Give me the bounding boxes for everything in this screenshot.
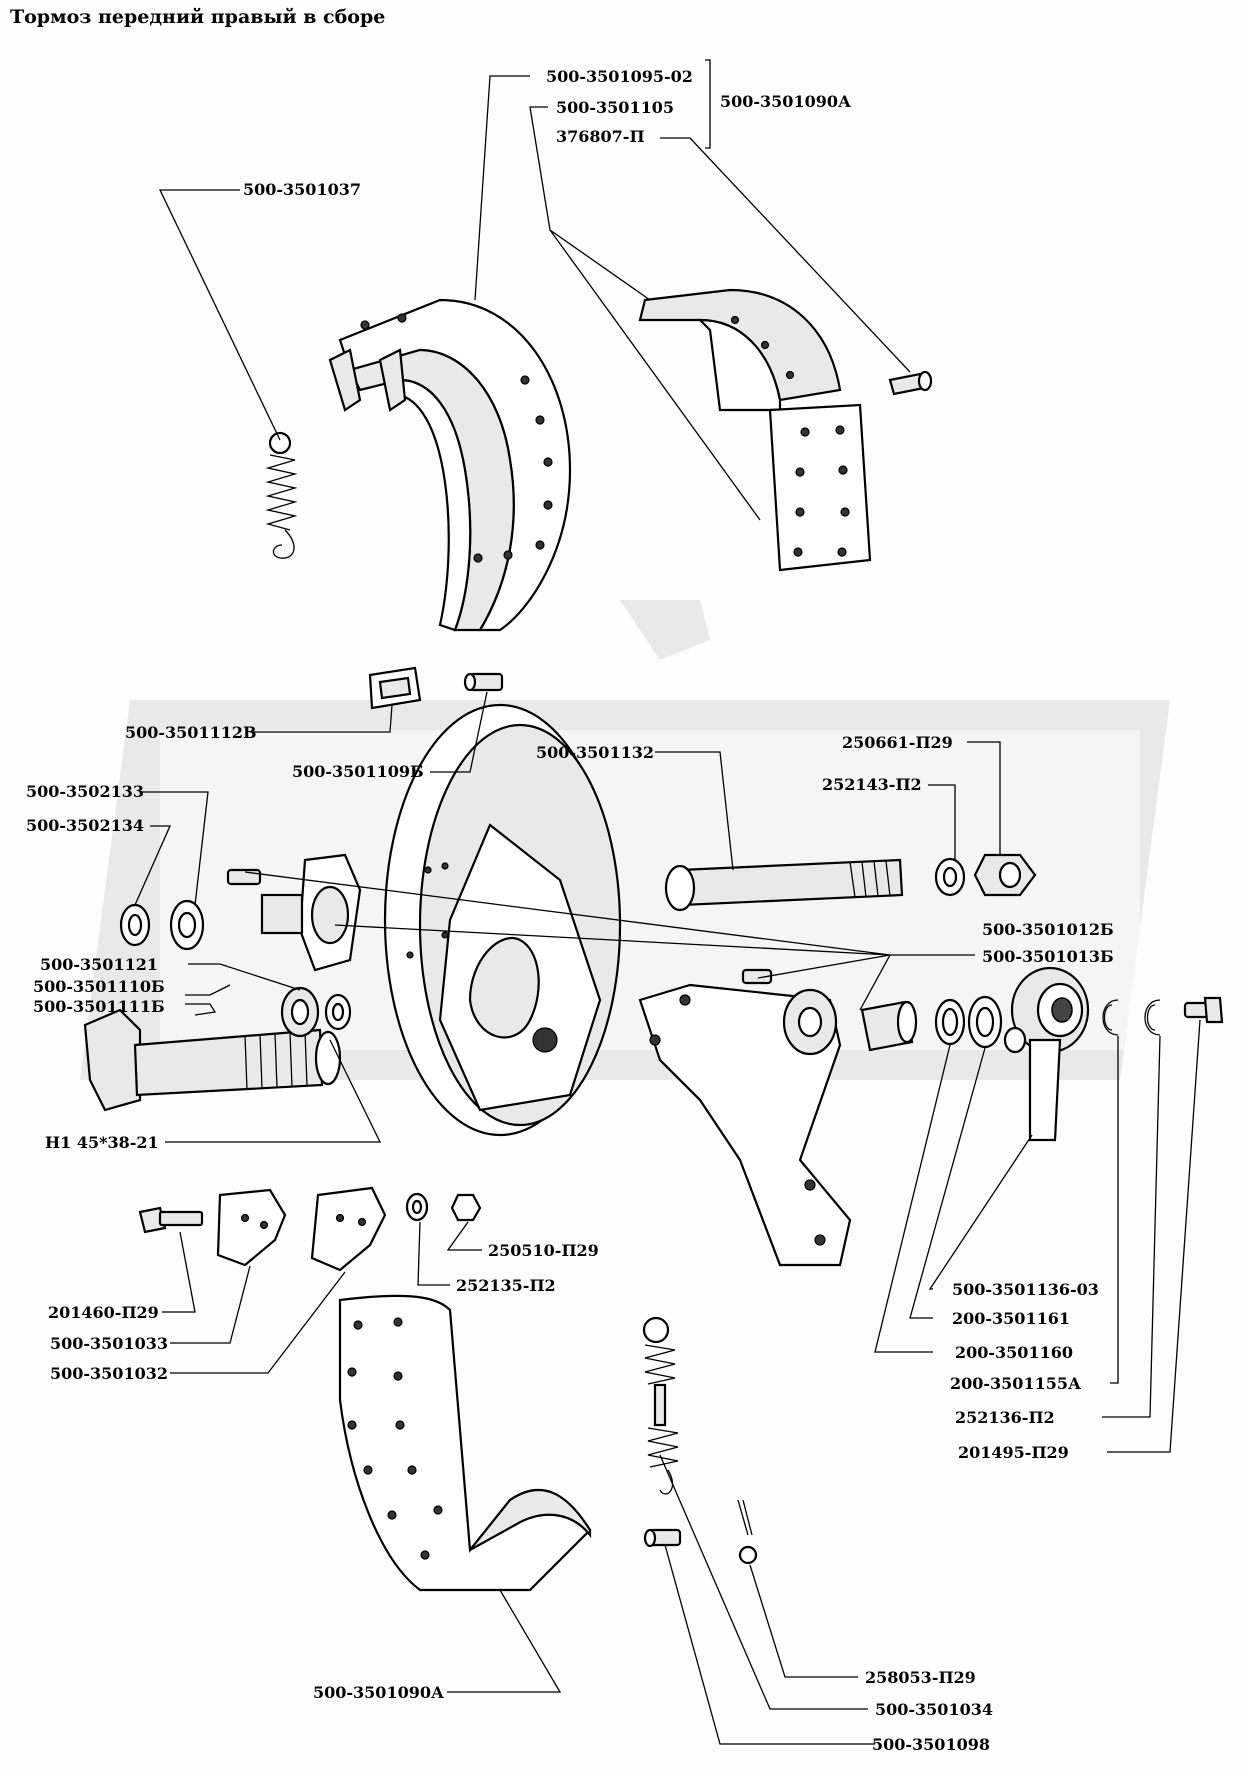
- label-252135-p2: 252135-П2: [456, 1276, 556, 1295]
- slack-adjuster: [1003, 966, 1090, 1142]
- label-250510-p29: 250510-П29: [488, 1241, 599, 1260]
- label-201460-p29: 201460-П29: [48, 1303, 159, 1322]
- washer-252135: [405, 1192, 429, 1222]
- label-201495-p29: 201495-П29: [958, 1443, 1069, 1462]
- label-n1-45-38-21: Н1 45*38-21: [45, 1133, 159, 1152]
- cam-flange: [260, 853, 362, 972]
- washer-200-3501161: [967, 995, 1003, 1049]
- upper-brake-lining: [638, 288, 872, 572]
- watermark-logo: [80, 600, 1170, 1080]
- page-title: Тормоз передний правый в сборе: [10, 6, 386, 28]
- label-252143-p2: 252143-П2: [822, 775, 922, 794]
- washer-500-3502134: [119, 903, 151, 947]
- label-500-3501090a-top: 500-3501090А: [720, 92, 851, 111]
- label-500-3501033: 500-3501033: [50, 1334, 168, 1353]
- label-200-3501161: 200-3501161: [952, 1309, 1070, 1328]
- label-500-3501112v: 500-3501112В: [125, 723, 257, 742]
- bushing-500-3501110: [280, 986, 320, 1038]
- bolt-201460: [138, 1206, 204, 1234]
- brake-backing-plate: [383, 703, 622, 1137]
- bolt-201495: [1183, 996, 1224, 1024]
- label-500-3501032: 500-3501032: [50, 1364, 168, 1383]
- small-pin-part: [741, 968, 773, 985]
- lock-ring-252136: [1144, 999, 1161, 1036]
- nut-250510: [450, 1193, 482, 1222]
- label-500-3501132: 500-3501132: [536, 743, 654, 762]
- nut-250661: [973, 853, 1037, 897]
- label-500-3501090a-bottom: 500-3501090А: [313, 1683, 444, 1702]
- label-500-3501121: 500-3501121: [40, 955, 158, 974]
- brake-camshaft: [83, 1008, 342, 1112]
- label-250661-p29: 250661-П29: [842, 733, 953, 752]
- label-200-3501155a: 200-3501155А: [950, 1374, 1081, 1393]
- bushing-part: [860, 1000, 918, 1052]
- label-500-3501111b: 500-3501111Б: [33, 997, 165, 1016]
- label-258053-p29: 258053-П29: [865, 1668, 976, 1687]
- label-200-3501160: 200-3501160: [955, 1343, 1073, 1362]
- return-spring-upper: [265, 431, 298, 559]
- seal-500-3501111: [324, 993, 352, 1031]
- washer-500-3502133: [169, 899, 205, 951]
- plate-500-3501033: [216, 1188, 287, 1267]
- nipple-500-3501098: [643, 1528, 682, 1548]
- lower-brake-shoe: [338, 1294, 592, 1592]
- washer-200-3501160: [934, 998, 966, 1046]
- washer-252143: [934, 857, 966, 897]
- clip-part: [368, 666, 422, 710]
- label-500-3501109b: 500-3501109Б: [292, 762, 424, 781]
- label-500-3501013b: 500-3501013Б: [982, 947, 1114, 966]
- label-500-3501012b: 500-3501012Б: [982, 920, 1114, 939]
- part-labels: 500-3501095-02 500-3501105 376807-П 500-…: [26, 67, 1114, 1754]
- leader-lines: [134, 59, 1201, 1745]
- label-500-3502134: 500-3502134: [26, 816, 144, 835]
- lock-ring-200-3501155: [1102, 999, 1119, 1036]
- small-bolt-part: [226, 868, 262, 886]
- label-500-3501034: 500-3501034: [875, 1700, 993, 1719]
- label-376807-p: 376807-П: [556, 127, 645, 146]
- camshaft-axle: [664, 858, 904, 912]
- cam-bracket: [638, 983, 852, 1267]
- label-500-3501110b: 500-3501110Б: [33, 977, 165, 996]
- plate-500-3501032: [310, 1186, 387, 1272]
- label-500-3501098: 500-3501098: [872, 1735, 990, 1754]
- return-spring-lower: [642, 1316, 679, 1495]
- label-500-3501037: 500-3501037: [243, 180, 361, 199]
- label-252136-p2: 252136-П2: [955, 1408, 1055, 1427]
- label-500-3501136-03: 500-3501136-03: [952, 1280, 1099, 1299]
- cotter-pin: [737, 1499, 758, 1565]
- rivet-part: [888, 370, 933, 396]
- nipple-part: [463, 672, 504, 692]
- label-500-3502133: 500-3502133: [26, 782, 144, 801]
- label-500-3501095-02: 500-3501095-02: [546, 67, 693, 86]
- upper-brake-shoe: [328, 298, 572, 632]
- label-500-3501105: 500-3501105: [556, 98, 674, 117]
